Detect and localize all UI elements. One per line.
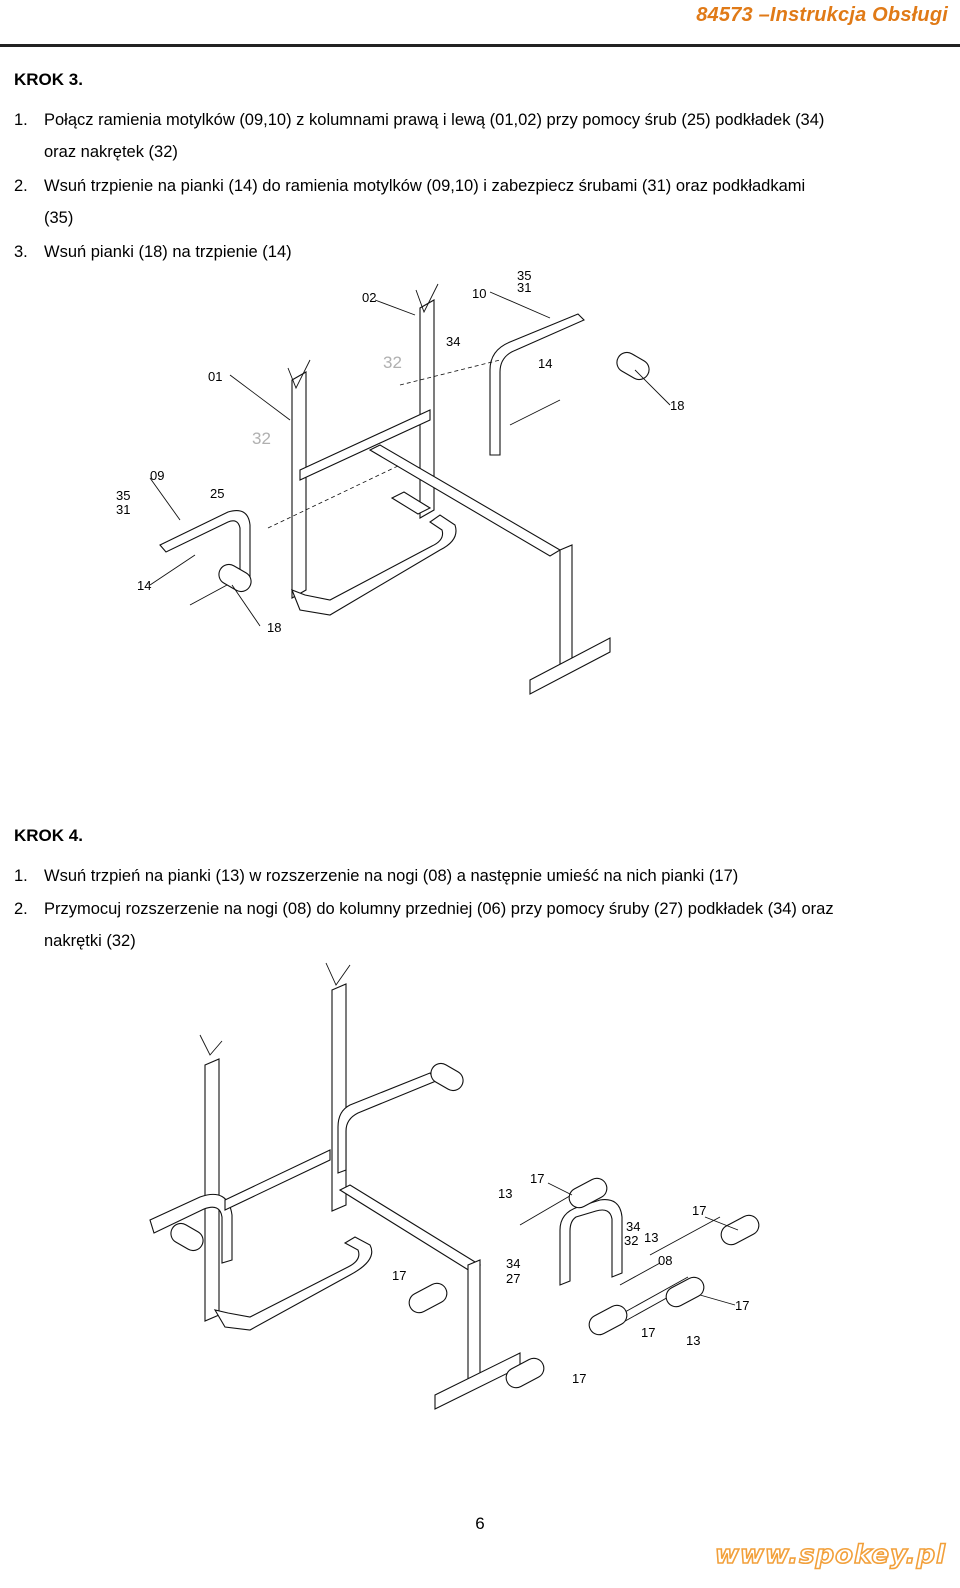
part-label: 31: [517, 280, 531, 295]
part-label: 17: [692, 1203, 706, 1218]
instruction-continuation: nakrętki (32): [44, 932, 136, 950]
part-label: 31: [116, 502, 130, 517]
part-label: 01: [208, 369, 222, 384]
part-label: 09: [150, 468, 164, 483]
part-label: 08: [658, 1253, 672, 1268]
part-label: 27: [506, 1271, 520, 1286]
part-label: 34: [446, 334, 460, 349]
instruction-continuation: oraz nakrętek (32): [44, 143, 178, 161]
instruction-text: Połącz ramienia motylków (09,10) z kolum…: [44, 111, 825, 129]
step4-instruction-2: 2. Przymocuj rozszerzenie na nogi (08) do…: [14, 893, 946, 957]
instruction-number: 1.: [14, 111, 28, 129]
part-label: 17: [530, 1171, 544, 1186]
instruction-text: Wsuń trzpień na pianki (13) w rozszerzen…: [44, 867, 739, 885]
column-01: [291, 371, 307, 599]
part-label: 17: [392, 1268, 406, 1283]
step3-instruction-3: 3. Wsuń pianki (18) na trzpienie (14): [14, 236, 946, 268]
part-label: 10: [472, 286, 486, 301]
part-label: 35: [517, 268, 531, 283]
step3-assembly-diagram: 02 10 35 31 34 14 01 32 18 32 09 35 31 2…: [116, 268, 684, 695]
header-divider: [0, 44, 960, 47]
instruction-number: 2.: [14, 177, 28, 195]
step4-instruction-1: 1. Wsuń trzpień na pianki (13) w rozszerz…: [14, 860, 946, 892]
part-label: 18: [670, 398, 684, 413]
part-label: 18: [267, 620, 281, 635]
part-label: 13: [644, 1230, 658, 1245]
instruction-text: Wsuń trzpienie na pianki (14) do ramieni…: [44, 177, 806, 195]
part-label: 13: [686, 1333, 700, 1348]
part-label: 32: [624, 1233, 638, 1248]
part-label: 14: [137, 578, 151, 593]
part-label: 17: [641, 1325, 655, 1340]
part-label: 02: [362, 290, 376, 305]
step3-instruction-2: 2. Wsuń trzpienie na pianki (14) do ramie…: [14, 170, 946, 234]
part-label: 32: [252, 429, 271, 448]
instruction-number: 3.: [14, 243, 28, 261]
step3-instruction-1: 1. Połącz ramienia motylków (09,10) z kol…: [14, 104, 946, 168]
step4-assembly-diagram: 17 13 17 34 32 13 08 34 27 17 17 17 13 1…: [149, 962, 760, 1410]
part-label: 32: [383, 353, 402, 372]
instruction-number: 2.: [14, 900, 28, 918]
part-label: 35: [116, 488, 130, 503]
part-label: 13: [498, 1186, 512, 1201]
part-label: 17: [735, 1298, 749, 1313]
part-label: 25: [210, 486, 224, 501]
instruction-continuation: (35): [44, 209, 74, 227]
step4-heading: KROK 4.: [14, 826, 83, 845]
website-logo: www.spokey.pl: [714, 1539, 946, 1571]
part-label: 34: [626, 1219, 640, 1234]
column-02: [419, 299, 435, 519]
document-title: 84573 –Instrukcja Obsługi: [696, 4, 948, 26]
part-label: 17: [572, 1371, 586, 1386]
part-label: 34: [506, 1256, 520, 1271]
instruction-text: Przymocuj rozszerzenie na nogi (08) do k…: [44, 900, 834, 918]
page-number: 6: [475, 1514, 485, 1533]
instruction-number: 1.: [14, 867, 28, 885]
instruction-text: Wsuń pianki (18) na trzpienie (14): [44, 243, 292, 261]
part-label: 14: [538, 356, 552, 371]
step3-heading: KROK 3.: [14, 70, 83, 89]
